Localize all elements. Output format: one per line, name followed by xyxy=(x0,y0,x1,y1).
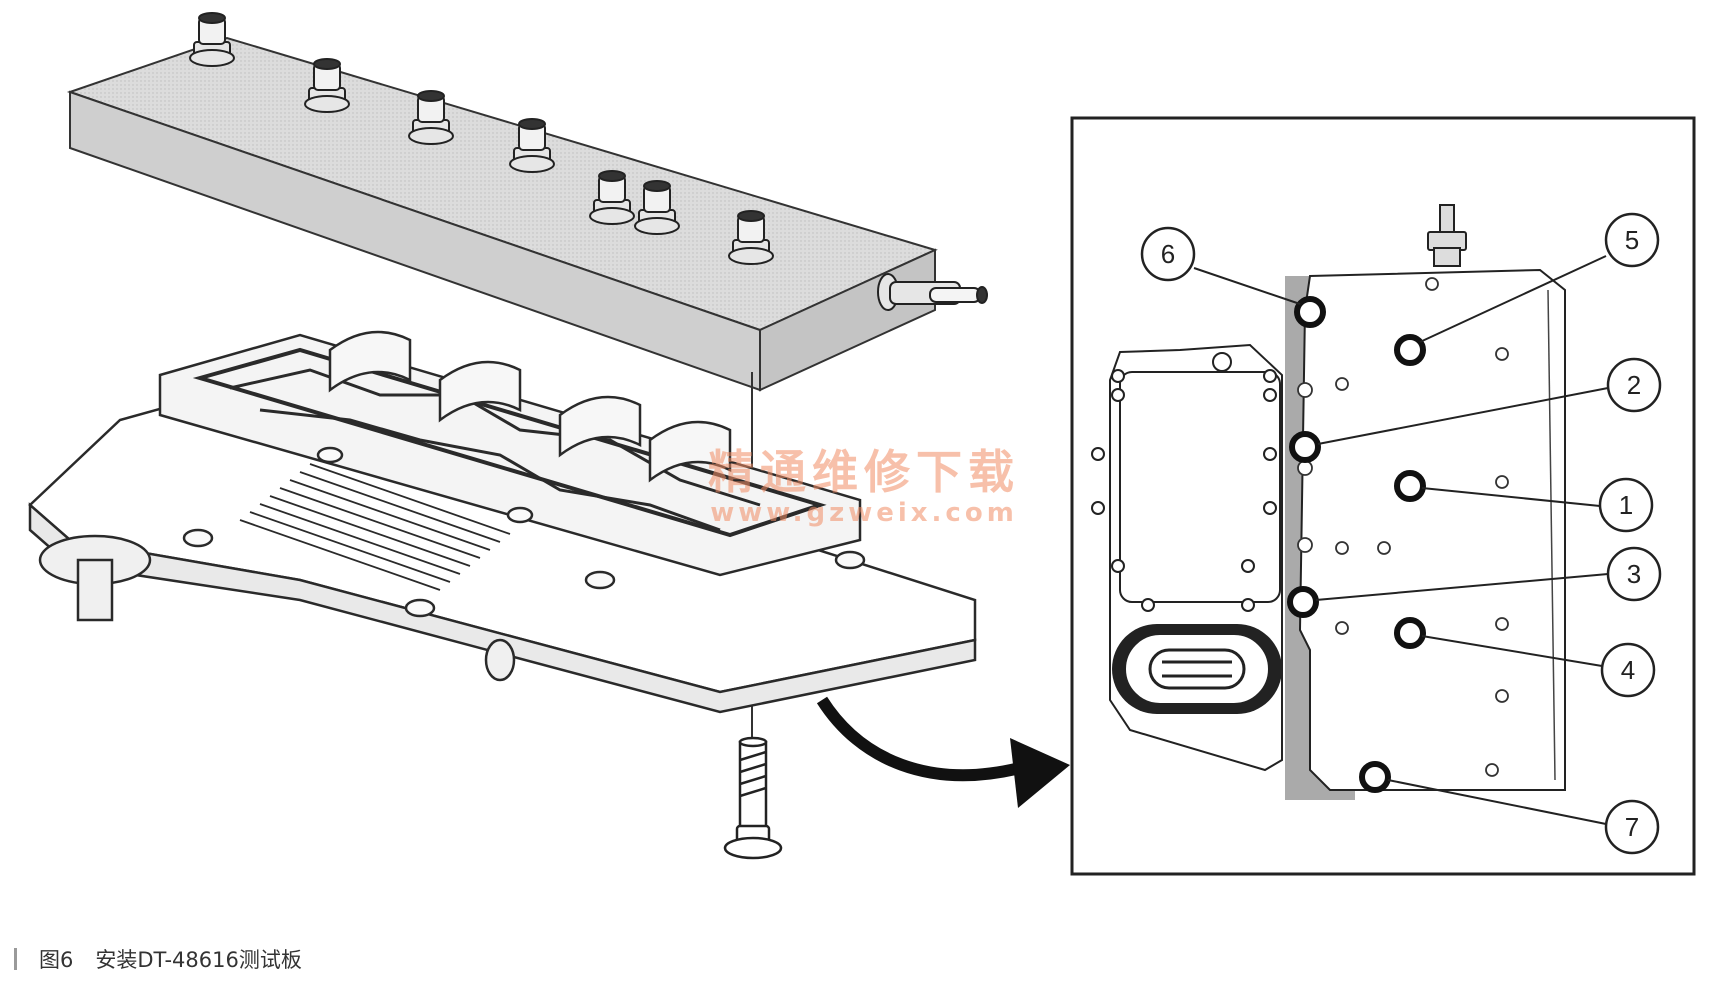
callout-5: 5 xyxy=(1604,212,1660,268)
pressure-ports xyxy=(1287,296,1426,793)
figure-caption: 图6 安装DT-48616测试板 xyxy=(14,944,302,974)
callout-3: 3 xyxy=(1606,546,1662,602)
caption-marker xyxy=(14,948,17,970)
callout-3-label: 3 xyxy=(1627,559,1641,589)
callout-6-label: 6 xyxy=(1161,239,1175,269)
callout-7-label: 7 xyxy=(1625,812,1639,842)
mounting-bolt xyxy=(723,736,783,860)
callout-4: 4 xyxy=(1600,642,1656,698)
control-valve-body xyxy=(28,330,977,714)
callout-4-label: 4 xyxy=(1621,655,1635,685)
figure-title: 安装DT-48616测试板 xyxy=(95,948,302,972)
callout-1-label: 1 xyxy=(1619,490,1633,520)
figure-number: 图6 xyxy=(39,948,74,972)
detail-arrow xyxy=(816,696,1070,808)
callout-6: 6 xyxy=(1140,226,1196,282)
callout-2: 2 xyxy=(1606,357,1662,413)
pressure-fittings xyxy=(189,12,774,265)
callout-5-label: 5 xyxy=(1625,225,1639,255)
side-fitting xyxy=(877,273,988,311)
leader-lines xyxy=(1193,255,1609,825)
callout-1: 1 xyxy=(1598,477,1654,533)
callout-2-label: 2 xyxy=(1627,370,1641,400)
test-plate xyxy=(66,36,938,392)
callout-7: 7 xyxy=(1604,799,1660,855)
